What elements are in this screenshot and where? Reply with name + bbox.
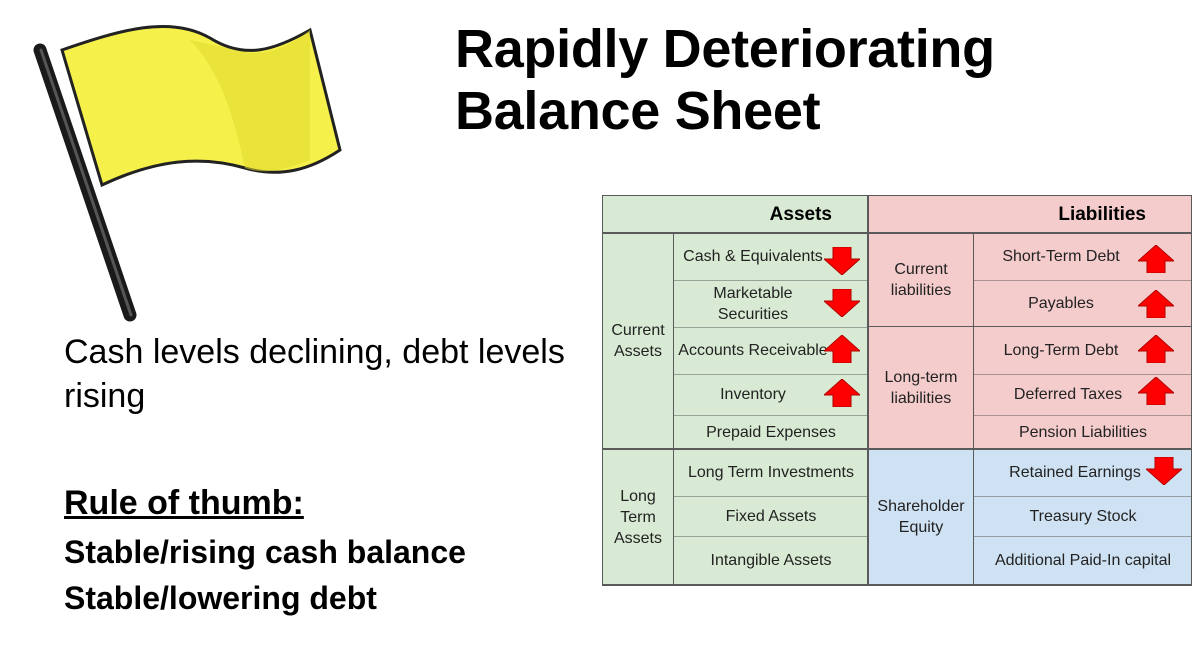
liability-row-line xyxy=(974,415,1192,416)
liability-subgroup-divider xyxy=(868,326,1192,327)
asset-group-divider xyxy=(673,233,674,585)
title-line-1: Rapidly Deteriorating xyxy=(455,19,995,79)
border-left xyxy=(602,195,603,585)
liabilities-header: Liabilities xyxy=(868,195,1192,233)
red-up-arrow-icon xyxy=(824,335,860,363)
current-assets-label: Current Assets xyxy=(602,233,674,449)
section-divider xyxy=(602,448,1192,450)
prepaid-expenses: Prepaid Expenses xyxy=(674,415,868,449)
fixed-assets: Fixed Assets xyxy=(674,496,868,536)
assets-liabilities-divider xyxy=(867,195,869,585)
yellow-flag-icon xyxy=(10,10,350,335)
page-title: Rapidly Deteriorating Balance Sheet xyxy=(455,18,1175,142)
shareholder-equity-label: Shareholder Equity xyxy=(868,449,974,585)
rule-line-1: Stable/rising cash balance xyxy=(64,534,466,570)
rule-heading: Rule of thumb: xyxy=(64,484,304,522)
current-liabilities-label: Current liabilities xyxy=(868,233,974,327)
asset-row-line xyxy=(674,496,868,497)
pension-liabilities: Pension Liabilities xyxy=(974,415,1192,449)
red-down-arrow-icon xyxy=(1146,457,1182,485)
liability-row-line xyxy=(974,496,1192,497)
border-top xyxy=(602,195,1192,196)
red-up-arrow-icon xyxy=(1138,245,1174,273)
asset-row-line xyxy=(674,536,868,537)
asset-row-line xyxy=(674,327,868,328)
header-divider xyxy=(602,232,1192,234)
border-right xyxy=(1191,195,1192,585)
assets-header: Assets xyxy=(602,195,868,233)
intangible-assets: Intangible Assets xyxy=(674,536,868,585)
subtitle: Cash levels declining, debt levels risin… xyxy=(64,333,565,415)
red-up-arrow-icon xyxy=(1138,335,1174,363)
asset-row-line xyxy=(674,374,868,375)
liability-row-line xyxy=(974,374,1192,375)
red-up-arrow-icon xyxy=(1138,377,1174,405)
balance-sheet-diagram: Assets Liabilities Current Assets Long T… xyxy=(602,195,1192,586)
red-down-arrow-icon xyxy=(824,247,860,275)
long-term-assets-label: Long Term Assets xyxy=(602,449,674,585)
asset-row-line xyxy=(674,280,868,281)
long-term-investments: Long Term Investments xyxy=(674,449,868,496)
red-up-arrow-icon xyxy=(824,379,860,407)
liability-row-line xyxy=(974,280,1192,281)
border-bottom xyxy=(602,584,1192,586)
liability-row-line xyxy=(974,536,1192,537)
additional-paid-in-capital: Additional Paid-In capital xyxy=(974,536,1192,585)
red-up-arrow-icon xyxy=(1138,290,1174,318)
red-down-arrow-icon xyxy=(824,289,860,317)
asset-row-line xyxy=(674,415,868,416)
rule-line-2: Stable/lowering debt xyxy=(64,580,377,616)
treasury-stock: Treasury Stock xyxy=(974,496,1192,536)
title-line-2: Balance Sheet xyxy=(455,81,821,141)
long-term-liabilities-label: Long-term liabilities xyxy=(868,327,974,449)
liability-group-divider xyxy=(973,233,974,585)
